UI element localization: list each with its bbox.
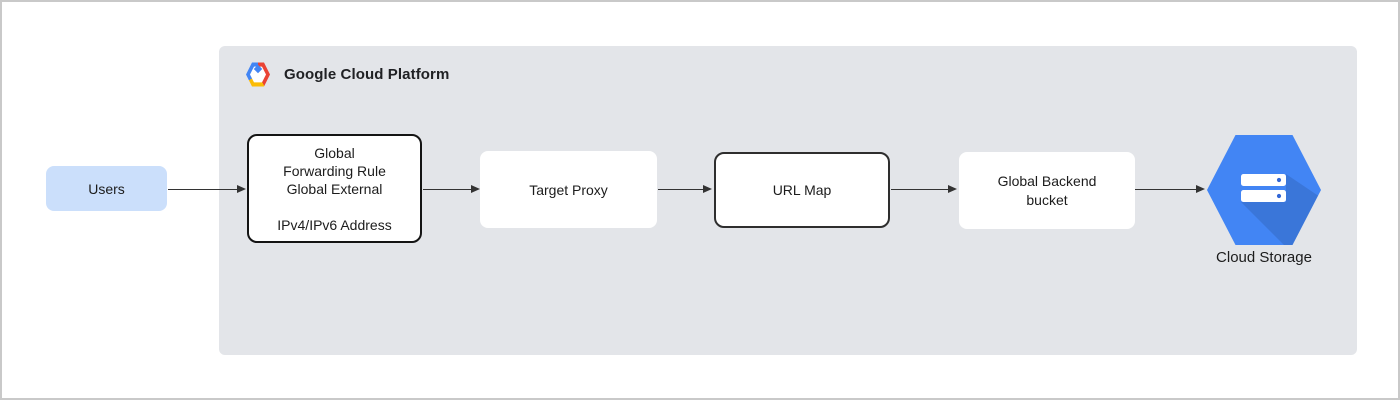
- arrow-backend-bucket-to-cloud-storage: [1135, 184, 1205, 193]
- arrow-target-proxy-to-url-map: [658, 184, 712, 193]
- cloud-storage-label: Cloud Storage: [1216, 249, 1312, 266]
- cloud-storage-icon: [1207, 135, 1321, 245]
- gcp-panel-header: Google Cloud Platform: [246, 61, 449, 88]
- arrow-url-map-to-backend-bucket: [891, 184, 957, 193]
- arrow-users-to-forwarding-rule: [168, 184, 246, 193]
- node-global-backend-bucket: Global Backend bucket: [959, 152, 1135, 229]
- node-users: Users: [46, 166, 167, 211]
- node-url-map: URL Map: [714, 152, 890, 228]
- gcp-logo-inner: [250, 66, 266, 83]
- node-global-forwarding-rule: Global Forwarding Rule Global External I…: [247, 134, 422, 243]
- node-target-proxy: Target Proxy: [480, 151, 657, 228]
- arrow-forwarding-rule-to-target-proxy: [423, 184, 480, 193]
- gcp-logo-icon: [246, 62, 270, 87]
- gcp-panel-title: Google Cloud Platform: [284, 66, 450, 83]
